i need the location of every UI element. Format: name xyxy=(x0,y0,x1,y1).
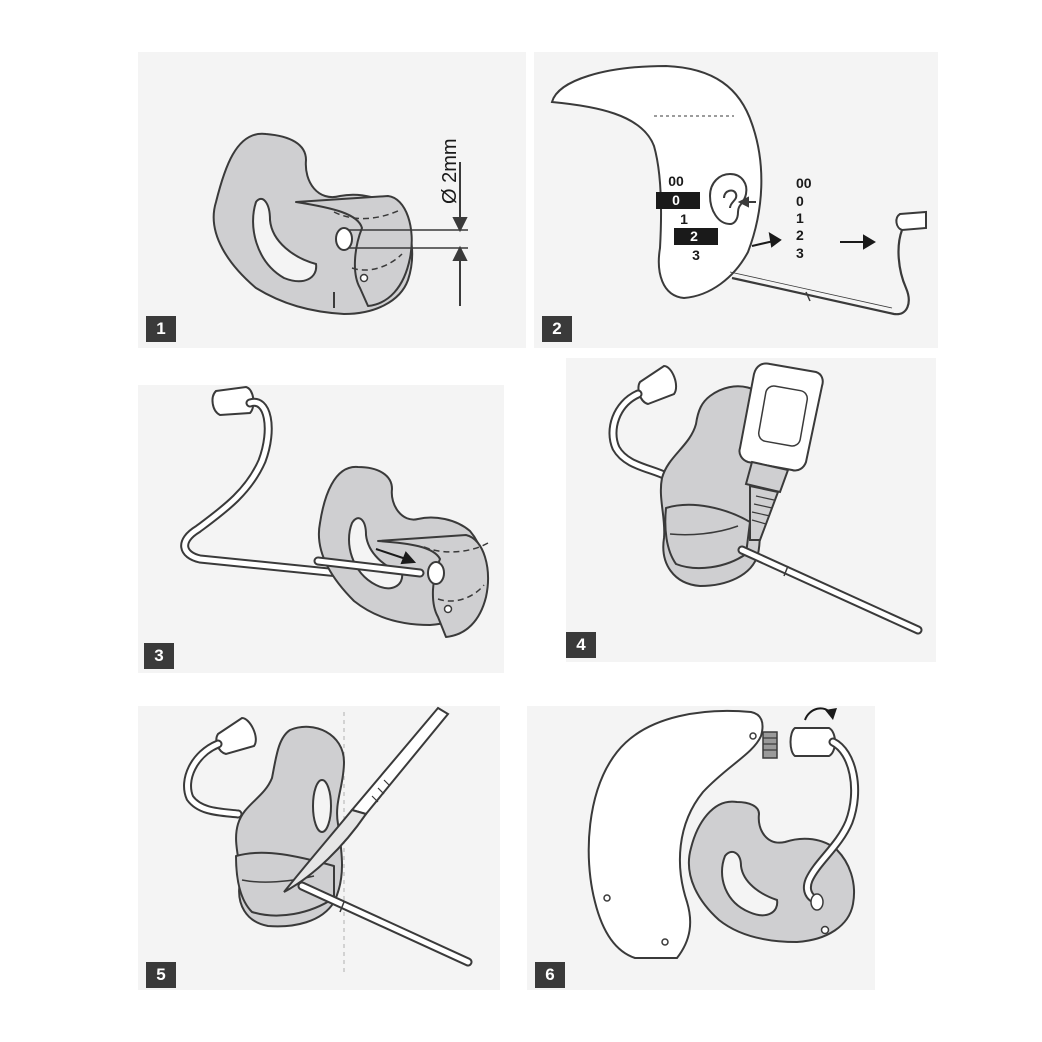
tube-tip xyxy=(215,716,257,756)
step-6-panel: 6 xyxy=(527,706,875,990)
vent-hole xyxy=(820,925,830,935)
right-size-3: 3 xyxy=(796,245,804,261)
arrow-icon xyxy=(751,232,876,250)
step-2-drawing: 00 0 1 2 3 00 0 1 2 3 xyxy=(550,64,927,316)
dimension-arrows xyxy=(452,162,468,306)
step-1-panel: Ø 2mm 1 xyxy=(138,52,526,348)
diameter-label: Ø 2mm xyxy=(439,138,461,204)
bore-hole xyxy=(427,561,445,585)
step-1-badge: 1 xyxy=(146,316,176,342)
step-5-badge: 5 xyxy=(146,962,176,988)
earmold-opening xyxy=(721,850,779,917)
scalpel xyxy=(283,706,450,893)
step-3-badge: 3 xyxy=(144,643,174,669)
left-size-00: 00 xyxy=(668,173,684,189)
size-band-2 xyxy=(674,228,718,245)
right-size-00: 00 xyxy=(796,175,812,191)
left-size-1: 1 xyxy=(680,211,688,227)
step-6-drawing xyxy=(587,707,860,959)
vent-hole xyxy=(359,273,369,283)
tube-tip xyxy=(895,210,927,232)
tube-tip xyxy=(211,385,255,417)
ear-tube xyxy=(729,229,910,316)
step-3-panel: 3 xyxy=(138,385,504,673)
step-6-badge: 6 xyxy=(535,962,565,988)
right-size-1: 1 xyxy=(796,210,804,226)
earmold-shell xyxy=(687,800,855,943)
ear-icon xyxy=(708,172,756,226)
hearing-aid-body xyxy=(587,709,764,959)
thread-connector xyxy=(762,731,778,759)
tube-tip xyxy=(789,727,836,757)
right-size-0: 0 xyxy=(796,193,804,209)
step-3-drawing xyxy=(180,385,489,638)
hearing-aid-sizer xyxy=(550,64,763,300)
left-size-3: 3 xyxy=(692,247,700,263)
step-4-drawing xyxy=(608,362,923,635)
step-5-drawing xyxy=(183,706,473,976)
glue-bottle xyxy=(738,362,824,541)
right-size-2: 2 xyxy=(796,227,804,243)
step-5-panel: 5 xyxy=(138,706,500,990)
step-2-panel: 00 0 1 2 3 00 0 1 2 3 2 xyxy=(534,52,938,348)
step-4-badge: 4 xyxy=(566,632,596,658)
arrow-icon xyxy=(375,548,417,565)
tube-tip xyxy=(637,364,678,406)
left-size-0: 0 xyxy=(672,192,680,208)
earmold-opening xyxy=(252,197,318,283)
step-2-badge: 2 xyxy=(542,316,572,342)
vent-hole xyxy=(443,604,453,614)
earmold-opening xyxy=(312,779,332,833)
step-1-drawing: Ø 2mm xyxy=(212,132,468,315)
earmold-canal xyxy=(377,534,489,638)
right-size-list: 00 0 1 2 3 xyxy=(796,175,812,261)
bore-hole xyxy=(335,227,353,251)
left-size-2: 2 xyxy=(690,228,698,244)
size-band-0 xyxy=(656,192,700,209)
step-4-panel: 4 xyxy=(566,358,936,662)
